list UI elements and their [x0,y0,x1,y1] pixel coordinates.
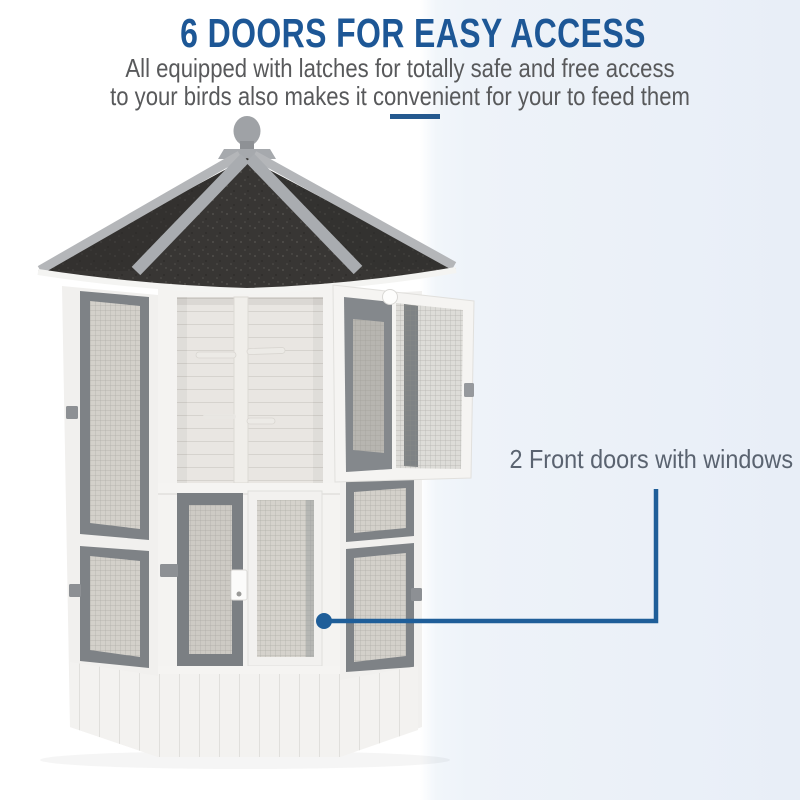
page-title: 6 DOORS FOR EASY ACCESS [180,10,646,56]
roof-beam [37,151,243,274]
roof-beam [131,153,250,276]
aviary-front-face [158,287,340,757]
callout-line [324,489,659,624]
accent-dash [390,114,440,119]
front-left-door-mesh-grid [189,505,232,654]
perch [246,347,286,355]
aviary-open-door [332,284,475,483]
latch-icon [160,564,178,577]
subtitle-line-2: to your birds also makes it convenient f… [110,81,690,111]
ground-shadow [40,751,450,769]
front-base-planks [158,666,340,757]
aviary-left-face [62,286,158,757]
roof-beam [245,153,363,275]
background-tint [420,0,800,800]
callout-dot [316,613,332,629]
roof-eave [37,267,457,295]
front-right-door-edge [306,500,314,657]
perch [246,417,276,425]
mid-rail [158,483,340,494]
open-door-window-grid [353,319,384,453]
interior-center-post [233,296,249,484]
aviary-roof [37,116,457,295]
interior-right-shadow [313,297,323,483]
door-knob [382,289,398,305]
roof-finial-neck [240,141,254,150]
interior-left-shadow [177,297,187,483]
latch-icon [230,569,248,601]
right-lower-mesh-grid [354,553,406,662]
hinge-icon [66,406,78,419]
right-base-planks [340,666,418,757]
base-top-rail [158,666,340,674]
left-lower-mesh-grid [90,556,140,657]
left-upper-mesh-grid [90,301,140,529]
hinge-icon [69,584,81,597]
hinge-icon [411,588,422,601]
right-small-mesh-grid [354,488,406,533]
feature-callout [316,489,659,629]
latch-pin [236,591,242,597]
annotation-label: 2 Front doors with windows [509,444,793,474]
perch [203,414,236,419]
hinge-icon [464,383,474,397]
left-base-planks [70,662,158,757]
perch [195,351,237,359]
subtitle-line-1: All equipped with latches for totally sa… [125,53,675,83]
roof-beam [251,151,457,270]
interior-top-shadow [177,297,323,305]
roof-finial-ball [233,116,261,146]
interior-back-wall [177,297,323,483]
open-door-mesh-grid [396,303,463,469]
front-right-door-mesh-grid [257,500,314,657]
